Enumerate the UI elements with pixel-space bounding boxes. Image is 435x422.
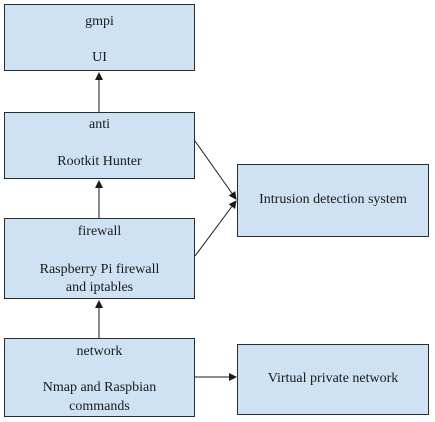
node-anti: anti Rootkit Hunter: [4, 112, 195, 179]
node-anti-desc: Rootkit Hunter: [57, 154, 142, 169]
node-ids-title: Intrusion detection system: [259, 192, 407, 207]
node-gmpi-desc: UI: [92, 50, 107, 65]
edge-anti-to-ids: [194, 140, 237, 200]
node-gmpi: gmpi UI: [4, 4, 195, 71]
node-network-desc-line1: Nmap and Raspbian: [42, 380, 157, 395]
node-intrusion-detection: Intrusion detection system: [237, 164, 429, 237]
edge-firewall-to-ids: [194, 200, 237, 257]
node-vpn-title: Virtual private network: [267, 371, 399, 386]
node-network: network Nmap and Raspbian commands: [4, 338, 195, 417]
node-gmpi-title: gmpi: [85, 14, 114, 29]
node-anti-title: anti: [89, 117, 110, 132]
node-firewall-desc-line2: and iptables: [65, 280, 134, 295]
node-vpn: Virtual private network: [237, 344, 429, 415]
node-network-title: network: [76, 344, 123, 359]
node-firewall: firewall Raspberry Pi firewall and iptab…: [4, 218, 195, 299]
node-firewall-desc-line1: Raspberry Pi firewall: [39, 262, 160, 277]
node-network-desc-line2: commands: [69, 399, 130, 414]
node-firewall-title: firewall: [77, 224, 122, 239]
